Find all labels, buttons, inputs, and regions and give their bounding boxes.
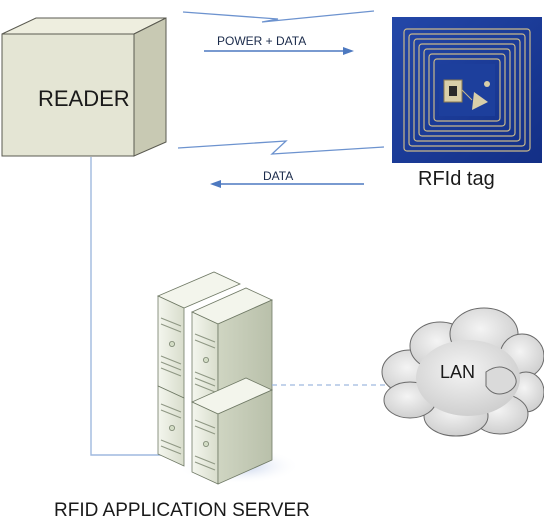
reader-device: [1, 17, 167, 157]
forward-arrow: [204, 47, 354, 55]
forward-wireless-signal: [182, 10, 375, 23]
reader-label: READER: [38, 86, 130, 111]
return-wireless-signal: [177, 140, 385, 155]
lan-label: LAN: [440, 362, 476, 382]
forward-link-label: POWER + DATA: [217, 34, 307, 48]
reader-server-wire: [90, 157, 162, 456]
server-label: RFID APPLICATION SERVER: [54, 500, 310, 521]
rfid-tag-label: RFId tag: [418, 168, 495, 190]
lan-cloud: [381, 307, 544, 437]
return-arrow: [210, 180, 364, 188]
rfid-tag-image: [392, 17, 542, 163]
return-link-label: DATA: [263, 169, 294, 183]
server-tower-4: [191, 377, 273, 485]
server-tower-2: [157, 385, 185, 467]
